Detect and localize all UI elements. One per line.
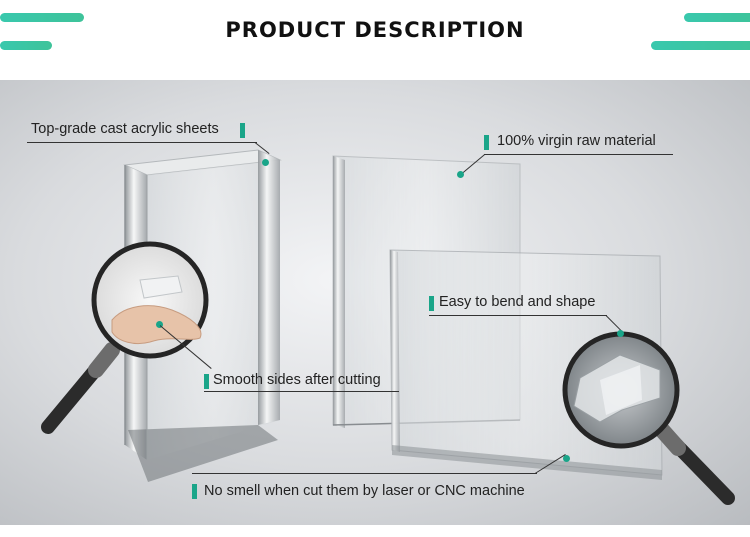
- page-title: PRODUCT DESCRIPTION: [225, 18, 525, 42]
- callout-no-smell: No smell when cut them by laser or CNC m…: [204, 483, 525, 499]
- decor-stripe-right-top: [684, 13, 750, 22]
- decor-stripe-right-bottom: [651, 41, 750, 50]
- callout-line: [192, 473, 537, 474]
- callout-dot: [617, 330, 624, 337]
- acrylic-illustration: [41, 149, 735, 505]
- callout-line: [484, 154, 673, 155]
- callout-bend: Easy to bend and shape: [439, 294, 596, 310]
- header-bar: PRODUCT DESCRIPTION: [0, 0, 750, 80]
- callout-smooth: Smooth sides after cutting: [213, 372, 381, 388]
- callout-line: [429, 315, 607, 316]
- callout-dot: [563, 455, 570, 462]
- callout-line: [27, 142, 257, 143]
- decor-stripe-left-bottom: [0, 41, 52, 50]
- callout-marker: [192, 484, 197, 499]
- footer-bar: [0, 525, 750, 537]
- callout-marker: [484, 135, 489, 150]
- callout-top-grade: Top-grade cast acrylic sheets: [31, 121, 219, 137]
- magnifier-icon: [41, 241, 209, 434]
- decor-stripe-left-top: [0, 13, 84, 22]
- callout-marker: [429, 296, 434, 311]
- acrylic-block-thick: [123, 149, 282, 482]
- callout-dot: [457, 171, 464, 178]
- callout-dot: [262, 159, 269, 166]
- callout-dot: [156, 321, 163, 328]
- product-photo: Top-grade cast acrylic sheets 100% virgi…: [0, 80, 750, 525]
- magnifier-icon: [562, 331, 735, 505]
- callout-marker: [240, 123, 245, 138]
- callout-marker: [204, 374, 209, 389]
- callout-virgin: 100% virgin raw material: [497, 133, 656, 149]
- callout-line: [204, 391, 399, 392]
